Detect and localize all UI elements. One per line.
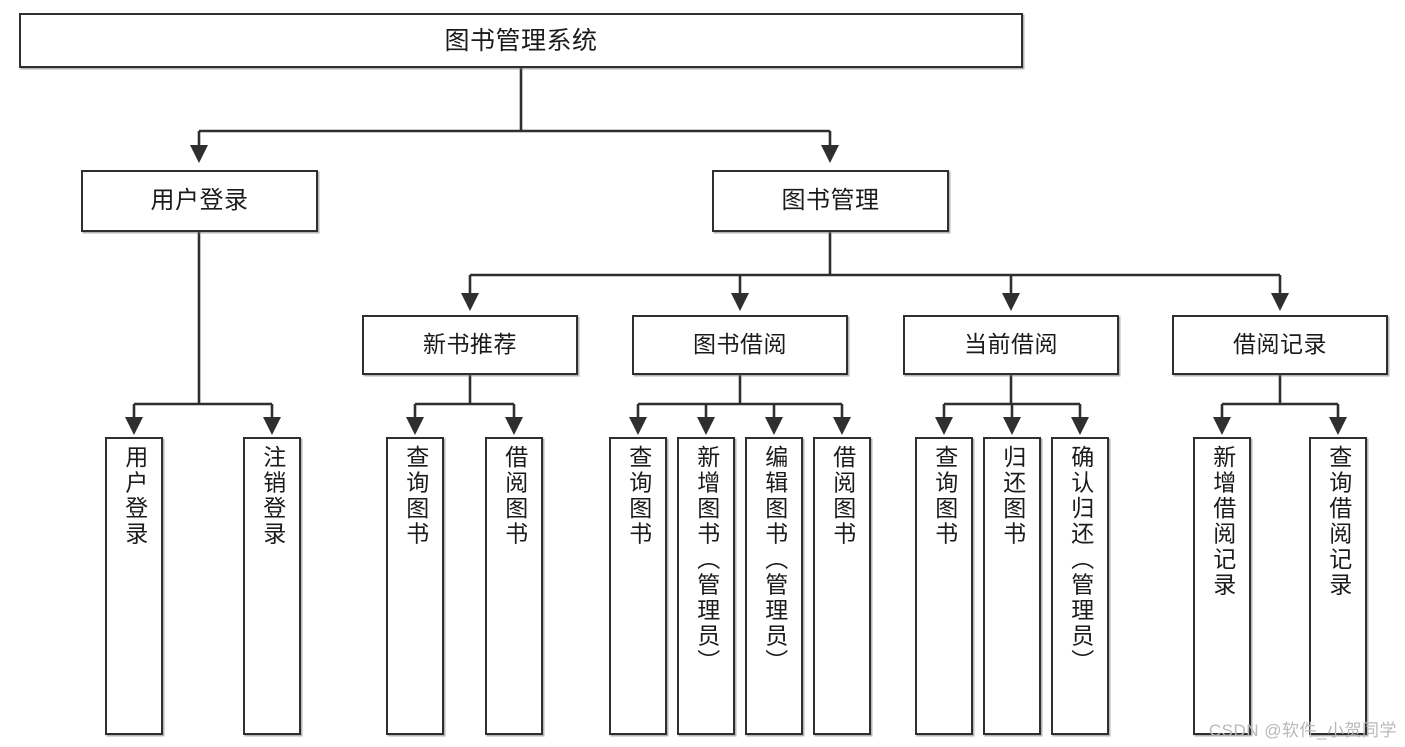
leaf-borrow-edit-book-label: 编辑图书（管理员） xyxy=(761,445,788,675)
leaf-user-login-login[interactable]: 用户登录 xyxy=(105,437,163,735)
leaf-borrow-add-book[interactable]: 新增图书（管理员） xyxy=(677,437,735,735)
node-root[interactable]: 图书管理系统 xyxy=(19,13,1023,68)
leaf-borrow-query-book-label: 查询图书 xyxy=(625,445,652,547)
leaf-record-query-record[interactable]: 查询借阅记录 xyxy=(1309,437,1367,735)
leaf-borrow-query-book[interactable]: 查询图书 xyxy=(609,437,667,735)
leaf-borrow-borrow-book-label: 借阅图书 xyxy=(829,445,856,547)
leaf-current-query-book-label: 查询图书 xyxy=(931,445,958,547)
leaf-user-login-login-label: 用户登录 xyxy=(121,445,148,547)
node-user-login[interactable]: 用户登录 xyxy=(81,170,318,232)
node-current-borrow[interactable]: 当前借阅 xyxy=(903,315,1119,375)
leaf-current-return-book-label: 归还图书 xyxy=(999,445,1026,547)
leaf-record-add-record-label: 新增借阅记录 xyxy=(1209,445,1236,598)
leaf-record-add-record[interactable]: 新增借阅记录 xyxy=(1193,437,1251,735)
leaf-user-login-logout-label: 注销登录 xyxy=(259,445,286,547)
leaf-record-query-record-label: 查询借阅记录 xyxy=(1325,445,1352,598)
watermark: CSDN @软件_小贺同学 xyxy=(1208,721,1397,740)
leaf-current-confirm-return-label: 确认归还（管理员） xyxy=(1067,445,1094,675)
node-new-book-recommend-label: 新书推荐 xyxy=(423,331,517,358)
node-new-book-recommend[interactable]: 新书推荐 xyxy=(362,315,578,375)
leaf-current-query-book[interactable]: 查询图书 xyxy=(915,437,973,735)
leaf-recommend-query-book-label: 查询图书 xyxy=(402,445,429,547)
node-book-borrow-label: 图书借阅 xyxy=(693,331,787,358)
leaf-recommend-borrow-book[interactable]: 借阅图书 xyxy=(485,437,543,735)
node-borrow-record-label: 借阅记录 xyxy=(1233,331,1327,358)
leaf-borrow-add-book-label: 新增图书（管理员） xyxy=(693,445,720,675)
node-book-management[interactable]: 图书管理 xyxy=(712,170,949,232)
leaf-borrow-edit-book[interactable]: 编辑图书（管理员） xyxy=(745,437,803,735)
leaf-recommend-borrow-book-label: 借阅图书 xyxy=(501,445,528,547)
leaf-borrow-borrow-book[interactable]: 借阅图书 xyxy=(813,437,871,735)
leaf-current-confirm-return[interactable]: 确认归还（管理员） xyxy=(1051,437,1109,735)
node-book-management-label: 图书管理 xyxy=(781,186,880,214)
leaf-user-login-logout[interactable]: 注销登录 xyxy=(243,437,301,735)
node-current-borrow-label: 当前借阅 xyxy=(964,331,1058,358)
node-user-login-label: 用户登录 xyxy=(150,186,249,214)
node-root-label: 图书管理系统 xyxy=(444,26,598,55)
leaf-current-return-book[interactable]: 归还图书 xyxy=(983,437,1041,735)
node-book-borrow[interactable]: 图书借阅 xyxy=(632,315,848,375)
leaf-recommend-query-book[interactable]: 查询图书 xyxy=(386,437,444,735)
node-borrow-record[interactable]: 借阅记录 xyxy=(1172,315,1388,375)
